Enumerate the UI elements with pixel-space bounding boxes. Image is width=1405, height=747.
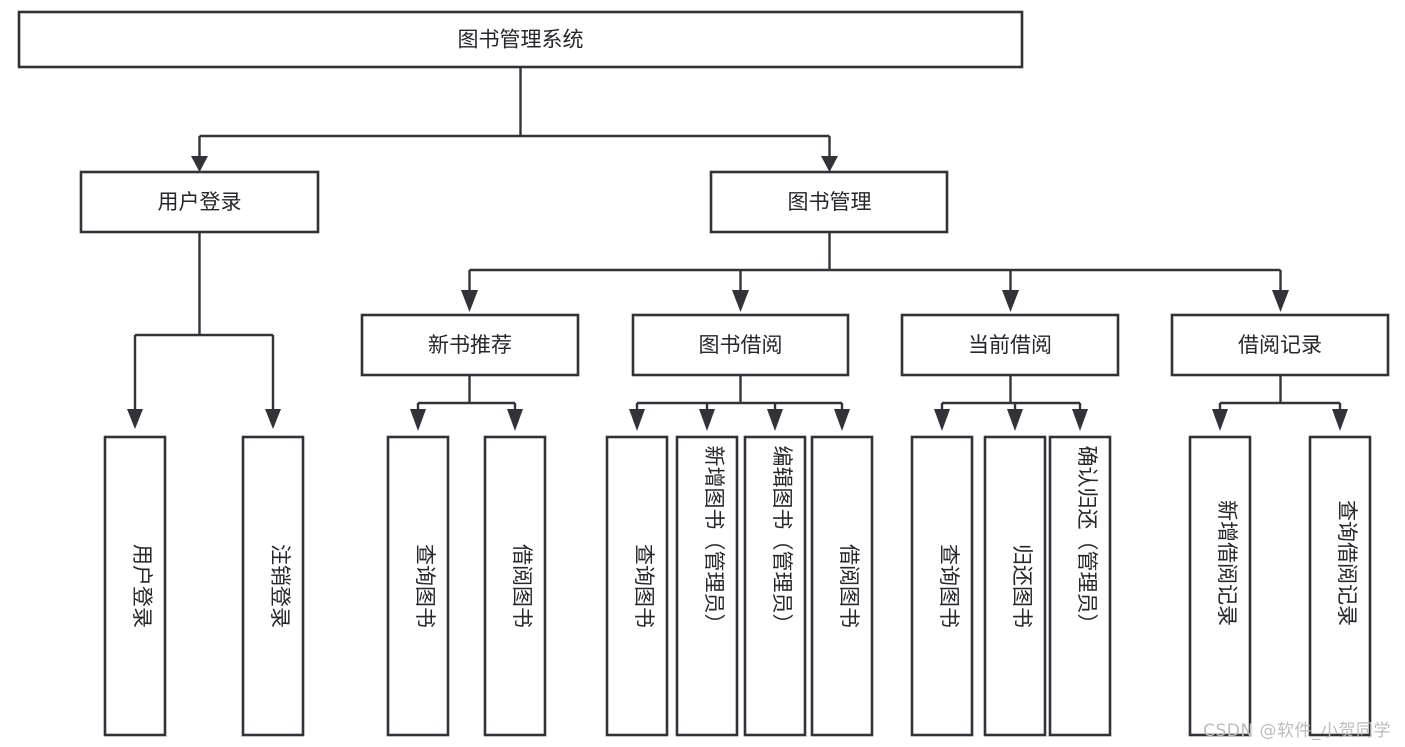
arrowhead-current-borrow — [1002, 290, 1019, 312]
node-leaf-borrow-book-1-box[interactable] — [483, 435, 547, 737]
arrowhead-leaf-edit-book — [767, 409, 783, 431]
arrowhead-book-borrow — [732, 290, 749, 312]
node-leaf-user-login-label: 用户登录 — [130, 544, 154, 628]
node-leaf-add-record[interactable]: 新增借阅记录 — [1188, 435, 1252, 737]
node-leaf-query-record-label: 查询借阅记录 — [1335, 500, 1359, 626]
node-leaf-return-book-label: 归还图书 — [1010, 544, 1034, 628]
arrowhead-new-book-rec — [461, 290, 478, 312]
node-layer: 图书管理系统 用户登录 图书管理 新书推荐 图书借阅 当前 — [17, 10, 1390, 737]
node-user-login[interactable]: 用户登录 — [79, 170, 320, 234]
node-book-manage[interactable]: 图书管理 — [709, 170, 949, 234]
node-book-borrow-box[interactable] — [631, 313, 850, 377]
arrowhead-leaf-borrow-book-2 — [834, 409, 850, 431]
arrowhead-book-manage — [821, 156, 838, 172]
arrowhead-leaf-query-book-1 — [410, 409, 426, 431]
node-leaf-edit-book[interactable]: 编辑图书（管理员） — [743, 435, 807, 737]
node-book-borrow-label: 图书借阅 — [699, 333, 783, 357]
node-leaf-confirm-return-box[interactable] — [1048, 435, 1112, 737]
node-leaf-query-book-3-box[interactable] — [910, 435, 974, 737]
node-leaf-borrow-book-1[interactable]: 借阅图书 — [483, 435, 547, 737]
node-leaf-borrow-book-2[interactable]: 借阅图书 — [810, 435, 874, 737]
node-leaf-edit-book-box[interactable] — [743, 435, 807, 737]
node-leaf-confirm-return-label: 确认归还（管理员） — [1075, 446, 1099, 635]
node-leaf-add-book-label: 新增图书（管理员） — [702, 446, 726, 635]
arrowhead-leaf-query-record — [1332, 409, 1348, 431]
node-user-login-label: 用户登录 — [158, 190, 242, 214]
node-book-manage-label: 图书管理 — [788, 190, 872, 214]
node-current-borrow-label: 当前借阅 — [968, 333, 1052, 357]
node-root-label: 图书管理系统 — [458, 28, 584, 52]
arrowhead-leaf-confirm-return — [1072, 409, 1088, 431]
node-leaf-add-record-label: 新增借阅记录 — [1215, 500, 1239, 626]
node-leaf-add-book[interactable]: 新增图书（管理员） — [675, 435, 739, 737]
node-leaf-add-record-box[interactable] — [1188, 435, 1252, 737]
node-leaf-query-book-1-label: 查询图书 — [413, 544, 437, 628]
node-leaf-query-record-box[interactable] — [1308, 435, 1372, 737]
arrowhead-leaf-query-book-3 — [934, 409, 950, 431]
node-leaf-logout-label: 注销登录 — [268, 544, 292, 628]
node-leaf-logout[interactable]: 注销登录 — [241, 435, 305, 737]
node-current-borrow[interactable]: 当前借阅 — [900, 313, 1120, 377]
node-book-manage-box[interactable] — [709, 170, 949, 234]
node-new-book-rec-box[interactable] — [360, 313, 580, 377]
node-new-book-rec[interactable]: 新书推荐 — [360, 313, 580, 377]
arrowhead-borrow-record — [1272, 290, 1289, 312]
node-leaf-edit-book-label: 编辑图书（管理员） — [770, 446, 794, 635]
arrowhead-leaf-user-login — [127, 409, 143, 429]
node-user-login-box[interactable] — [79, 170, 320, 234]
node-root-box[interactable] — [17, 10, 1024, 69]
edge-layer — [127, 67, 1348, 431]
node-leaf-add-book-box[interactable] — [675, 435, 739, 737]
node-leaf-user-login-box[interactable] — [103, 435, 167, 737]
node-borrow-record-label: 借阅记录 — [1238, 333, 1322, 357]
node-leaf-borrow-book-1-label: 借阅图书 — [510, 544, 534, 628]
arrowhead-leaf-borrow-book-1 — [507, 409, 523, 431]
node-leaf-query-book-1-box[interactable] — [386, 435, 450, 737]
node-leaf-query-book-2-box[interactable] — [605, 435, 669, 737]
arrowhead-leaf-return-book — [1007, 409, 1023, 431]
node-leaf-user-login[interactable]: 用户登录 — [103, 435, 167, 737]
node-borrow-record[interactable]: 借阅记录 — [1170, 313, 1390, 377]
arrowhead-user-login — [191, 156, 208, 172]
arrowhead-leaf-query-book-2 — [629, 409, 645, 431]
node-leaf-query-book-2-label: 查询图书 — [632, 544, 656, 628]
node-leaf-borrow-book-2-box[interactable] — [810, 435, 874, 737]
node-leaf-borrow-book-2-label: 借阅图书 — [837, 544, 861, 628]
node-leaf-return-book-box[interactable] — [983, 435, 1047, 737]
node-borrow-record-box[interactable] — [1170, 313, 1390, 377]
arrowhead-leaf-add-book — [699, 409, 715, 431]
node-leaf-logout-box[interactable] — [241, 435, 305, 737]
node-leaf-query-record[interactable]: 查询借阅记录 — [1308, 435, 1372, 737]
node-leaf-return-book[interactable]: 归还图书 — [983, 435, 1047, 737]
csdn-watermark: CSDN @软件_小贺同学 — [1203, 721, 1391, 741]
node-current-borrow-box[interactable] — [900, 313, 1120, 377]
arrowhead-leaf-logout — [265, 409, 281, 429]
node-root[interactable]: 图书管理系统 — [17, 10, 1024, 69]
node-book-borrow[interactable]: 图书借阅 — [631, 313, 850, 377]
node-leaf-query-book-3[interactable]: 查询图书 — [910, 435, 974, 737]
arrowhead-leaf-add-record — [1212, 409, 1228, 431]
node-leaf-query-book-3-label: 查询图书 — [937, 544, 961, 628]
node-leaf-confirm-return[interactable]: 确认归还（管理员） — [1048, 435, 1112, 737]
node-new-book-rec-label: 新书推荐 — [428, 333, 512, 357]
node-leaf-query-book-1[interactable]: 查询图书 — [386, 435, 450, 737]
node-leaf-query-book-2[interactable]: 查询图书 — [605, 435, 669, 737]
